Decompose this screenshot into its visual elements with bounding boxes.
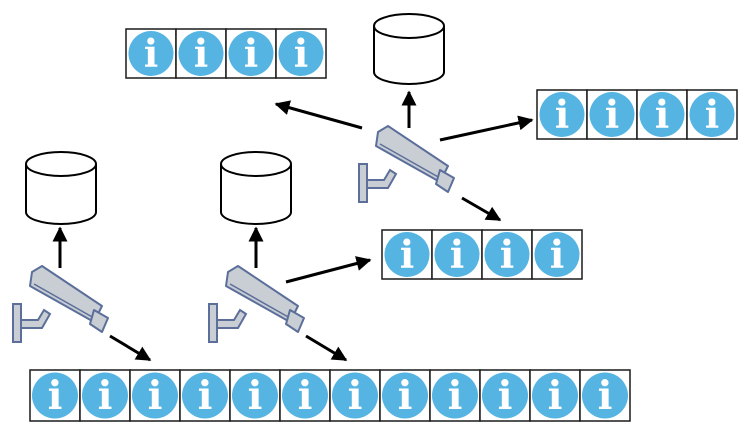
info-icon: i bbox=[329, 369, 381, 422]
info-glyph: i bbox=[144, 32, 159, 77]
info-icon: i bbox=[275, 28, 327, 79]
info-glyph: i bbox=[605, 93, 620, 138]
info-icon: i bbox=[431, 229, 483, 280]
database-icon bbox=[25, 151, 97, 225]
arrow-icon bbox=[439, 115, 534, 142]
arrow-icon bbox=[285, 256, 372, 284]
info-glyph: i bbox=[298, 373, 313, 419]
arrow-icon bbox=[461, 196, 502, 222]
info-icon: i bbox=[529, 369, 581, 422]
info-icon: i bbox=[479, 369, 531, 422]
info-icon: i bbox=[179, 369, 231, 422]
info-icon: i bbox=[279, 369, 331, 422]
info-icon: i bbox=[586, 89, 638, 140]
info-glyph: i bbox=[598, 373, 613, 419]
info-glyph: i bbox=[148, 373, 163, 419]
info-icon: i bbox=[125, 28, 177, 79]
info-glyph: i bbox=[248, 373, 263, 419]
info-glyph: i bbox=[48, 373, 63, 419]
info-icon: i bbox=[225, 28, 277, 79]
info-glyph: i bbox=[450, 233, 465, 278]
info-icon: i bbox=[429, 369, 481, 422]
info-glyph: i bbox=[655, 93, 670, 138]
info-icon: i bbox=[481, 229, 533, 280]
security-camera-icon bbox=[12, 265, 109, 343]
info-glyph: i bbox=[548, 373, 563, 419]
info-icon: i bbox=[379, 369, 431, 422]
arrow-icon bbox=[274, 100, 363, 130]
info-icon: i bbox=[686, 89, 738, 140]
arrow-icon bbox=[109, 334, 152, 362]
info-icon: i bbox=[579, 369, 631, 422]
info-glyph: i bbox=[550, 233, 565, 278]
arrow-icon bbox=[305, 334, 348, 362]
info-icon: i bbox=[536, 89, 588, 140]
info-icon: i bbox=[129, 369, 181, 422]
info-glyph: i bbox=[498, 373, 513, 419]
info-glyph: i bbox=[198, 373, 213, 419]
info-glyph: i bbox=[194, 32, 209, 77]
security-camera-icon bbox=[358, 125, 455, 203]
cameras bbox=[12, 125, 455, 343]
info-glyph: i bbox=[705, 93, 720, 138]
database-icon bbox=[373, 13, 445, 85]
info-icon: i bbox=[229, 369, 281, 422]
info-glyph: i bbox=[348, 373, 363, 419]
security-camera-icon bbox=[208, 265, 305, 343]
info-icon: i bbox=[79, 369, 131, 422]
info-icon: i bbox=[29, 369, 81, 422]
info-glyph: i bbox=[448, 373, 463, 419]
info-glyph: i bbox=[400, 233, 415, 278]
info-icon: i bbox=[636, 89, 688, 140]
arrows bbox=[52, 90, 534, 362]
info-glyph: i bbox=[500, 233, 515, 278]
info-glyph: i bbox=[398, 373, 413, 419]
info-glyph: i bbox=[294, 32, 309, 77]
info-icon: i bbox=[531, 229, 583, 280]
database-icon bbox=[220, 151, 292, 225]
info-icon: i bbox=[175, 28, 227, 79]
info-icon: i bbox=[381, 229, 433, 280]
info-glyph: i bbox=[555, 93, 570, 138]
info-glyph: i bbox=[98, 373, 113, 419]
info-glyph: i bbox=[244, 32, 259, 77]
